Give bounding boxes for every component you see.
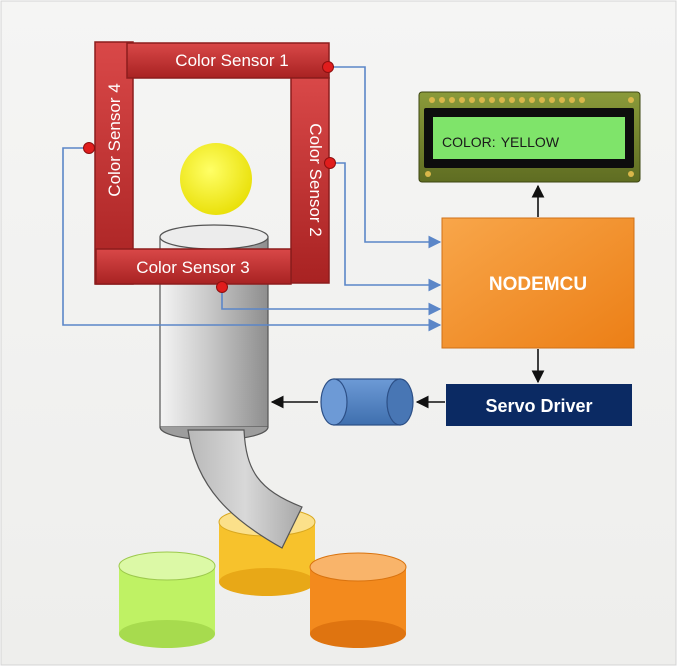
curved-chute: [187, 429, 303, 549]
wire-sensor-2: [330, 162, 442, 292]
sensor-frame: Color Sensor 1 Color Sensor 2 Color Sens…: [94, 41, 330, 285]
servo-driver-box: [446, 384, 632, 426]
connector-sensor-3: [216, 281, 228, 293]
nodemcu-block: NODEMCU: [441, 217, 635, 349]
wire-sensor-1: [328, 66, 442, 249]
control-arrows: [270, 184, 545, 409]
wire-sensor-4: [62, 147, 442, 332]
sensor-3-label: Color Sensor 3: [136, 258, 249, 277]
sensor-bar-1: [126, 42, 330, 79]
nodemcu-box: [441, 217, 635, 349]
sensor-bar-3: [95, 248, 292, 285]
lcd-pins: [425, 97, 634, 177]
bin-orange: [309, 552, 407, 648]
servo-driver-label: Servo Driver: [485, 396, 592, 416]
lcd-screen: [433, 117, 625, 159]
sensor-2-label: Color Sensor 2: [306, 123, 325, 236]
nodemcu-label: NODEMCU: [489, 274, 587, 295]
connector-sensor-2: [324, 157, 336, 169]
sensor-4-label: Color Sensor 4: [105, 83, 124, 196]
servo-driver-block: Servo Driver: [446, 384, 632, 426]
bin-green: [118, 551, 216, 648]
sensor-1-label: Color Sensor 1: [175, 51, 288, 70]
sensor-connectors: [83, 61, 336, 293]
servo-actuator: [320, 378, 414, 426]
lcd-value: YELLOW: [501, 134, 560, 150]
yellow-ball: [180, 143, 252, 215]
lcd-text: COLOR: YELLOW: [442, 134, 560, 150]
sensor-bar-4: [94, 41, 134, 285]
lcd-module: COLOR: YELLOW: [418, 91, 641, 183]
sensor-wires: [62, 66, 442, 332]
connector-sensor-4: [83, 142, 95, 154]
connector-sensor-1: [322, 61, 334, 73]
lcd-label: COLOR:: [442, 134, 496, 150]
sensor-bar-2: [290, 77, 330, 284]
wire-sensor-3: [221, 287, 442, 316]
